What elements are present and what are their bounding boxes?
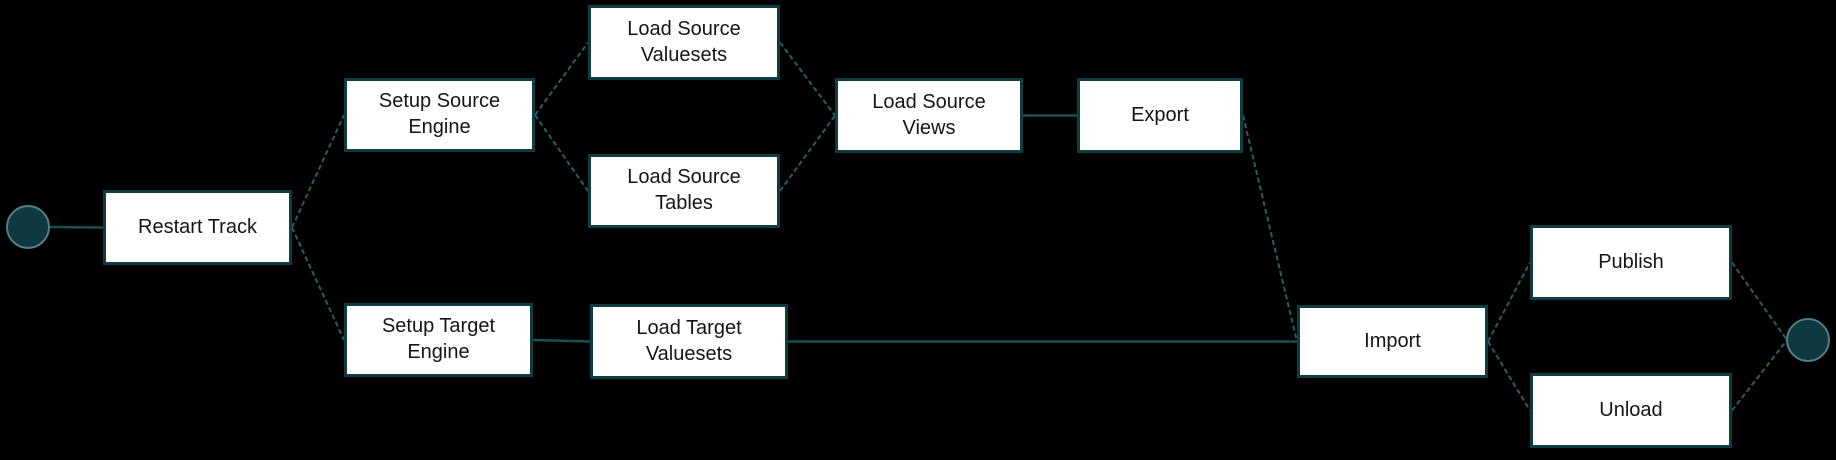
node-label: Setup Target Engine — [381, 315, 496, 363]
edge-start-to-restart-track — [48, 225, 104, 229]
end-terminal-node — [1786, 318, 1830, 362]
start-terminal-node — [6, 205, 50, 249]
node-label: Setup Source Engine — [378, 90, 501, 138]
edge-unload-to-end — [1731, 339, 1788, 412]
edge-setup-target-engine-to-load-target-valuesets — [532, 338, 591, 343]
edge-restart-track-to-setup-source-engine — [291, 114, 345, 228]
edge-restart-track-to-setup-target-engine — [291, 227, 345, 341]
node-label: Publish — [1598, 250, 1664, 273]
node-label: Load Source Valuesets — [627, 17, 741, 66]
edge-import-to-publish — [1487, 262, 1531, 342]
node-export: Export — [1077, 78, 1243, 153]
node-label: Unload — [1599, 398, 1663, 421]
edge-setup-source-engine-to-load-source-valuesets — [534, 41, 589, 116]
node-setup-source-engine: Setup Source Engine — [344, 78, 535, 152]
node-setup-target-engine: Setup Target Engine — [344, 303, 533, 377]
node-label: Load Source Tables — [627, 166, 741, 214]
node-load-source-valuesets: Load Source Valuesets — [588, 5, 780, 80]
node-label: Restart Track — [138, 215, 257, 238]
node-label: Load Target Valuesets — [636, 316, 742, 365]
edge-export-to-import — [1242, 115, 1298, 342]
node-restart-track: Restart Track — [103, 190, 292, 265]
edge-load-source-valuesets-to-load-source-views — [779, 41, 836, 117]
node-unload: Unload — [1530, 373, 1732, 448]
edge-import-to-unload — [1487, 340, 1531, 412]
node-label: Export — [1131, 103, 1189, 126]
node-label: Load Source Views — [872, 90, 986, 139]
node-label: Import — [1364, 329, 1421, 352]
node-load-target-valuesets: Load Target Valuesets — [590, 304, 788, 379]
node-import: Import — [1297, 305, 1488, 378]
node-load-source-views: Load Source Views — [835, 78, 1023, 153]
node-publish: Publish — [1530, 225, 1732, 300]
node-load-source-tables: Load Source Tables — [588, 154, 780, 228]
